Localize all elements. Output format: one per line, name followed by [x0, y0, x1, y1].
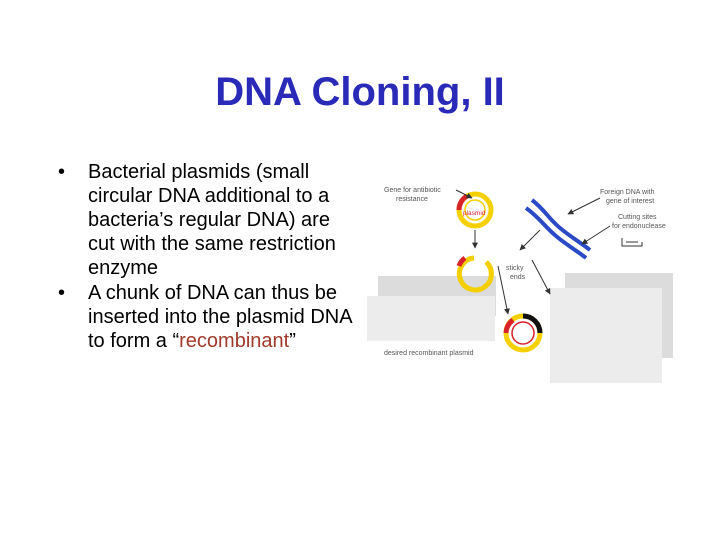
cutting-site-icon [621, 238, 643, 247]
bullet-marker: • [58, 161, 66, 183]
plasmid-recombinant [503, 313, 543, 353]
label-sticky-ends: ends [510, 274, 526, 281]
background-panel [367, 296, 495, 341]
inserted-gene-segment [522, 313, 543, 334]
foreign-dna [524, 198, 592, 260]
label-foreign-dna: gene of interest [606, 198, 654, 205]
bullet-text-before: A chunk of DNA can thus be inserted into… [88, 282, 352, 352]
arrow [455, 189, 473, 199]
arrow [581, 225, 611, 245]
label-foreign-dna: Foreign DNA with [600, 189, 655, 196]
label-cutting-sites: for endonuclease [612, 223, 666, 230]
recombinant-inner-ring [511, 321, 535, 345]
label-recombinant: desired recombinant plasmid [384, 350, 474, 357]
label-plasmid: plasmid [463, 210, 486, 217]
label-antibiotic-gene: Gene for antibiotic [384, 187, 441, 194]
slide-title: DNA Cloning, II [215, 70, 505, 114]
label-cutting-sites: Cutting sites [618, 214, 657, 221]
arrow [497, 265, 510, 315]
antibiotic-gene-segment [456, 255, 467, 267]
bullet-list: • Bacterial plasmids (small circular DNA… [58, 160, 358, 354]
bullet-item: • A chunk of DNA can thus be inserted in… [58, 281, 358, 353]
cloning-diagram: Gene for antibiotic resistance plasmid F… [360, 170, 690, 400]
arrow [567, 197, 601, 215]
bullet-marker: • [58, 282, 66, 304]
plasmid-inner-ring [464, 199, 486, 221]
label-antibiotic-gene: resistance [396, 196, 428, 203]
plasmid-cut [456, 255, 494, 293]
antibiotic-gene-segment [503, 317, 515, 334]
background-panel [550, 288, 662, 383]
arrow [519, 229, 541, 251]
bullet-item: • Bacterial plasmids (small circular DNA… [58, 160, 358, 280]
bullet-text: Bacterial plasmids (small circular DNA a… [88, 161, 336, 279]
cutting-site-bracket [621, 238, 643, 247]
arrow [531, 259, 551, 295]
plasmid-cut-ring [456, 255, 494, 293]
cloning-diagram-svg: Gene for antibiotic resistance plasmid F… [367, 187, 673, 383]
recombinant-highlight: recombinant [179, 330, 290, 352]
foreign-dna-strand [524, 206, 588, 260]
bullet-text-after: ” [289, 330, 296, 352]
label-sticky-ends: sticky [506, 265, 524, 272]
